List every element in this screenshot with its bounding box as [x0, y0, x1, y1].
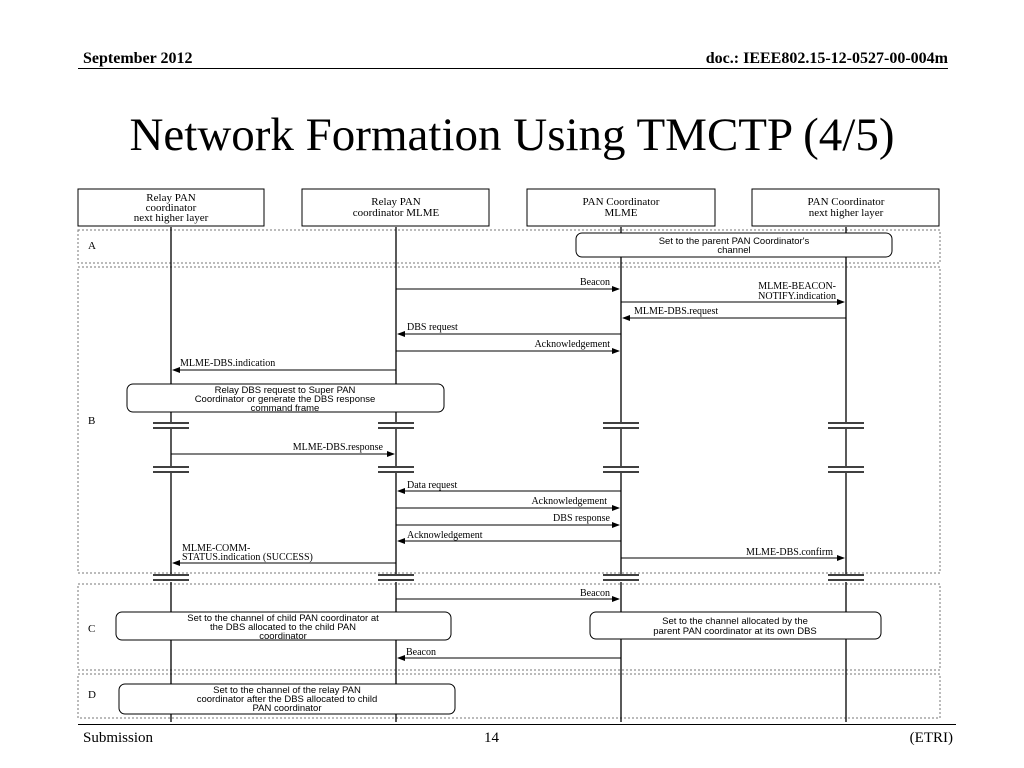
msg-beacon-3: Beacon [397, 647, 621, 661]
note-parent-dbs: Set to the channel allocated by the pare… [589, 611, 882, 640]
note-relay-dbs: Relay DBS request to Super PAN Coordinat… [126, 383, 445, 414]
entity-pan-mlme: PAN Coordinator MLME [526, 188, 716, 227]
header-rule [78, 68, 948, 69]
svg-text:Set to the channel of the rela: Set to the channel of the relay PAN [213, 685, 361, 696]
msg-beacon-notify: MLME-BEACON- NOTIFY.indication [621, 281, 845, 305]
msg-dbs-response: DBS response [396, 513, 620, 528]
section-label-a: A [88, 240, 96, 252]
svg-text:Acknowledgement: Acknowledgement [531, 496, 607, 507]
slide-title: Network Formation Using TMCTP (4/5) [129, 109, 895, 161]
msg-dbs-confirm: MLME-DBS.confirm [621, 547, 845, 561]
svg-text:DBS request: DBS request [407, 322, 458, 333]
svg-text:Beacon: Beacon [580, 277, 610, 288]
entity-pan-mlme-line-1: PAN Coordinator [583, 196, 660, 208]
svg-text:parent PAN coordinator at its: parent PAN coordinator at its own DBS [653, 626, 817, 637]
entity-relay-mlme-line-2: coordinator MLME [353, 207, 440, 219]
svg-text:Relay DBS request to Super PAN: Relay DBS request to Super PAN [215, 385, 356, 396]
svg-text:STATUS.indication (SUCCESS): STATUS.indication (SUCCESS) [182, 552, 313, 563]
entity-relay-mlme: Relay PAN coordinator MLME [301, 188, 490, 227]
footer-submission: Submission [83, 730, 154, 746]
svg-text:Set to the channel allocated b: Set to the channel allocated by the [662, 616, 808, 627]
svg-text:Beacon: Beacon [406, 647, 436, 658]
svg-text:MLME-DBS.response: MLME-DBS.response [293, 442, 384, 453]
svg-text:MLME-DBS.confirm: MLME-DBS.confirm [746, 547, 833, 558]
msg-ack-2: Acknowledgement [396, 496, 620, 511]
msg-ack-3: Acknowledgement [397, 530, 621, 544]
svg-text:MLME-DBS.indication: MLME-DBS.indication [180, 358, 275, 369]
msg-dbs-indication: MLME-DBS.indication [172, 358, 396, 373]
entity-pan-mlme-line-2: MLME [605, 207, 638, 219]
footer-page-number: 14 [484, 730, 499, 746]
entity-pan-nhl-line-2: next higher layer [809, 207, 884, 219]
msg-ack-1: Acknowledgement [396, 339, 620, 354]
svg-text:NOTIFY.indication: NOTIFY.indication [758, 291, 836, 302]
entity-pan-nhl: PAN Coordinator next higher layer [751, 188, 940, 227]
section-d-frame [77, 673, 941, 719]
time-break-1 [153, 422, 864, 429]
svg-text:Coordinator or generate the DB: Coordinator or generate the DBS response [195, 394, 376, 405]
note-child-channel: Set to the channel of child PAN coordina… [115, 611, 452, 642]
svg-text:Acknowledgement: Acknowledgement [407, 530, 483, 541]
svg-text:coordinator: coordinator [259, 631, 307, 642]
time-break-2 [153, 466, 864, 473]
time-break-3 [153, 574, 864, 582]
note-relay-channel: Set to the channel of the relay PAN coor… [118, 683, 456, 715]
svg-text:DBS response: DBS response [553, 513, 611, 524]
svg-text:MLME-DBS.request: MLME-DBS.request [634, 306, 718, 317]
entity-relay-nhl-line-3: next higher layer [134, 212, 209, 224]
svg-text:MLME-COMM-: MLME-COMM- [182, 543, 250, 554]
entity-relay-nhl: Relay PAN coordinator next higher layer [77, 188, 265, 227]
msg-beacon-1: Beacon [396, 277, 620, 292]
svg-text:Data request: Data request [407, 480, 457, 491]
svg-text:the DBS allocated to the child: the DBS allocated to the child PAN [210, 622, 356, 633]
footer-rule [78, 724, 956, 725]
entity-relay-nhl-line-1: Relay PAN [146, 192, 195, 204]
svg-text:coordinator after the DBS allo: coordinator after the DBS allocated to c… [197, 694, 378, 705]
section-b-frame [77, 266, 941, 574]
entity-pan-nhl-line-1: PAN Coordinator [808, 196, 885, 208]
header-date: September 2012 [83, 50, 193, 67]
entity-relay-mlme-line-1: Relay PAN [371, 196, 420, 208]
section-label-c: C [88, 623, 95, 635]
section-c-frame [77, 583, 941, 671]
msg-dbs-request: DBS request [397, 322, 621, 337]
svg-text:PAN coordinator: PAN coordinator [253, 703, 322, 714]
svg-text:Beacon: Beacon [580, 588, 610, 599]
footer-organization: (ETRI) [909, 730, 953, 746]
entity-relay-nhl-line-2: coordinator [146, 202, 197, 214]
msg-dbs-request-prim: MLME-DBS.request [622, 306, 846, 321]
svg-text:command frame: command frame [251, 403, 320, 414]
note-parent-channel: Set to the parent PAN Coordinator's chan… [575, 232, 893, 258]
section-label-d: D [88, 689, 96, 701]
section-a-frame [77, 229, 941, 264]
svg-text:Acknowledgement: Acknowledgement [534, 339, 610, 350]
svg-text:MLME-BEACON-: MLME-BEACON- [758, 281, 836, 292]
msg-comm-status: MLME-COMM- STATUS.indication (SUCCESS) [172, 543, 396, 566]
msg-dbs-response-prim: MLME-DBS.response [171, 442, 395, 457]
msg-data-request: Data request [397, 480, 621, 494]
svg-text:channel: channel [717, 245, 750, 256]
header-doc-id: doc.: IEEE802.15-12-0527-00-004m [705, 50, 948, 67]
svg-text:Set to the channel of child PA: Set to the channel of child PAN coordina… [187, 613, 379, 624]
msg-beacon-2: Beacon [396, 588, 620, 602]
section-label-b: B [88, 415, 95, 427]
svg-text:Set to the parent PAN Coordina: Set to the parent PAN Coordinator's [659, 236, 810, 247]
